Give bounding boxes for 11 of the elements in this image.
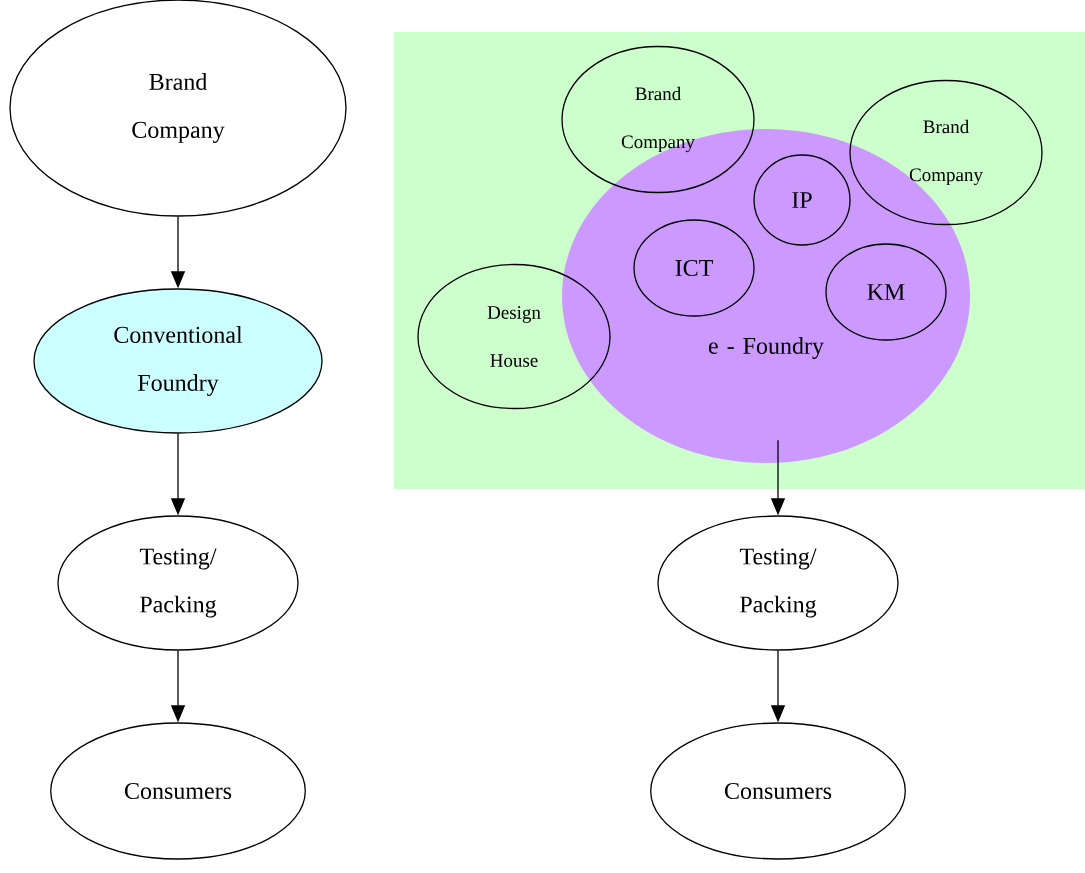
ellipse-node: Brand Company	[561, 45, 755, 194]
ellipse-node: KM	[825, 243, 947, 341]
ellipse-node: Conventional Foundry	[33, 288, 323, 434]
ellipse-node: Design House	[417, 263, 611, 410]
ellipse-node: Testing/ Packing	[57, 515, 299, 651]
ellipse-node: ICT	[633, 219, 755, 317]
ellipse-node: IP	[753, 154, 851, 246]
ellipse-node: Testing/ Packing	[657, 515, 899, 651]
ellipse-node: Consumers	[50, 722, 306, 860]
ellipse-node: Consumers	[650, 722, 906, 860]
ellipse-node: Brand Company	[849, 79, 1043, 226]
